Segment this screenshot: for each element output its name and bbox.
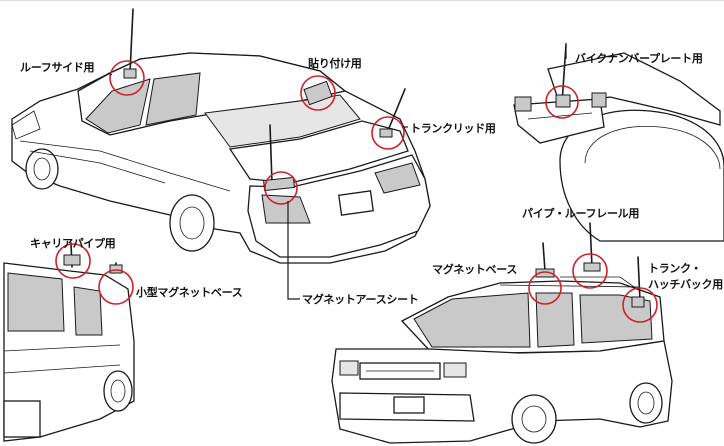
pipe-rail-ring (572, 253, 608, 289)
label-trunk-hatch-line1: トランク・ (648, 262, 702, 275)
motorbike-illustration (513, 44, 724, 242)
label-pipe-roof-rail: パイプ・ルーフレール用 (522, 207, 640, 220)
stick-on-ring (300, 75, 336, 111)
roof-side-ring (109, 60, 145, 96)
bike-plate-ring (545, 85, 579, 119)
sedan-illustration (11, 8, 431, 264)
van-illustration (3, 242, 135, 442)
label-magnet-base: マグネットベース (432, 263, 518, 276)
leader-lines (107, 43, 567, 300)
highlight-rings (55, 60, 658, 323)
label-roof-side: ルーフサイド用 (20, 61, 95, 74)
label-bike-plate: バイクナンバープレート用 (575, 52, 703, 65)
trunk-lid-ring (371, 116, 405, 150)
label-carrier-pipe: キャリアパイプ用 (30, 237, 116, 250)
label-small-magnet: 小型マグネットベース (136, 286, 243, 299)
label-trunk-lid: トランクリッド用 (410, 122, 496, 135)
magnet-earth-ring (264, 171, 298, 205)
trunk-hatch-ring (622, 287, 658, 323)
carrier-pipe-ring (55, 243, 91, 279)
label-trunk-hatch-line2: ハッチバック用 (648, 278, 723, 291)
magnet-base-ring (528, 271, 562, 305)
wagon-illustration (331, 222, 673, 444)
label-magnet-earth: マグネットアースシート (302, 293, 419, 306)
label-stick-on: 貼り付け用 (308, 57, 362, 70)
small-magnet-ring (98, 269, 134, 305)
